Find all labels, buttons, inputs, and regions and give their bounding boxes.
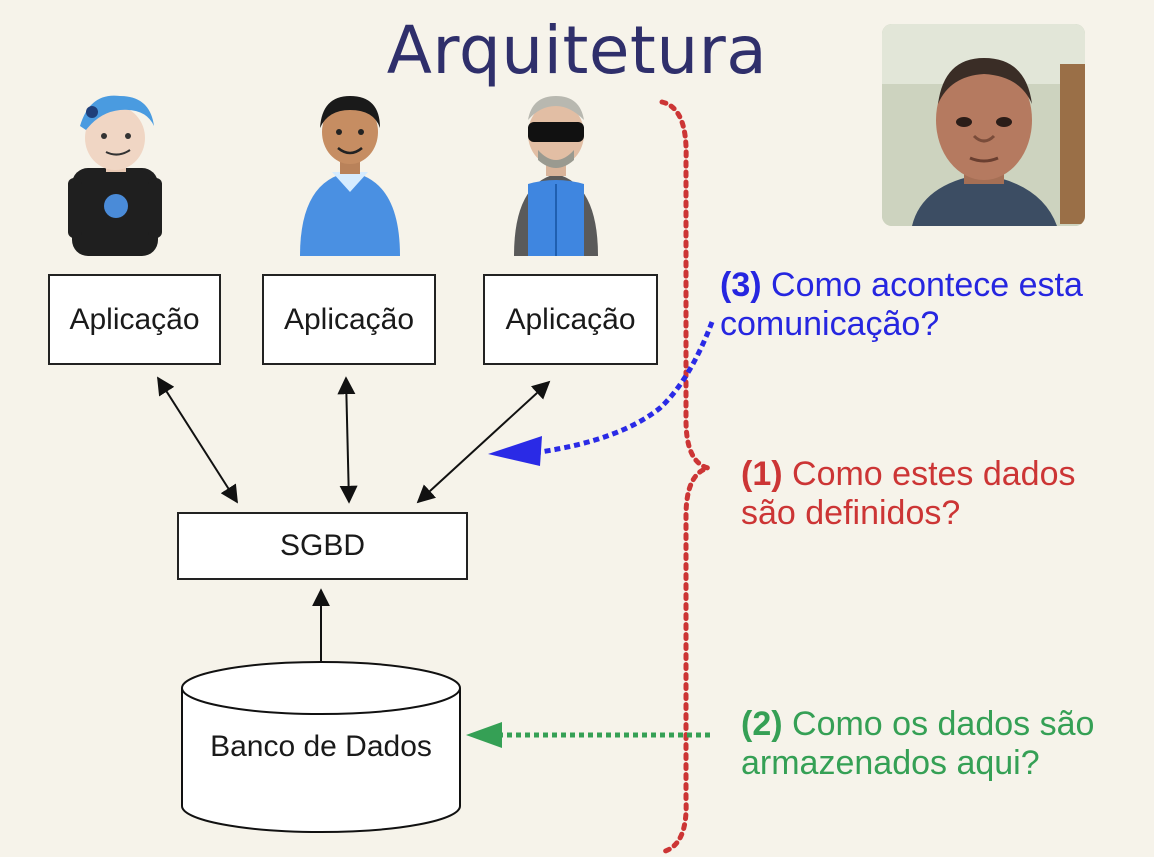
arrow-app2-sgbd xyxy=(337,376,358,504)
arrow-app1-sgbd xyxy=(157,376,238,504)
database-cylinder xyxy=(181,661,461,833)
application-box-1: Aplicação xyxy=(48,274,221,365)
user-vr-headset-icon xyxy=(514,96,598,256)
question-3-number: (3) xyxy=(720,266,762,304)
question-3-line2: comunicação? xyxy=(720,305,940,343)
question-3: (3) Como acontece esta comunicação? xyxy=(720,266,1083,344)
webcam-presenter xyxy=(882,24,1085,226)
question-2: (2) Como os dados são armazenados aqui? xyxy=(741,705,1094,783)
presenter-video xyxy=(882,24,1085,226)
question-2-line2: armazenados aqui? xyxy=(741,744,1040,782)
sgbd-box: SGBD xyxy=(177,512,468,580)
slide-title: Arquitetura xyxy=(386,12,768,89)
dotted-arrow-communication xyxy=(539,321,715,455)
question-2-number: (2) xyxy=(741,705,783,743)
arrow-app3-sgbd xyxy=(416,380,551,504)
question-1-number: (1) xyxy=(741,455,783,493)
question-1: (1) Como estes dados são definidos? xyxy=(741,455,1076,533)
application-box-3: Aplicação xyxy=(483,274,658,365)
blue-arrowhead xyxy=(488,436,542,466)
question-3-line1: Como acontece esta xyxy=(771,266,1083,304)
question-1-line2: são definidos? xyxy=(741,494,961,532)
question-2-line1: Como os dados são xyxy=(792,705,1095,743)
question-1-line1: Como estes dados xyxy=(792,455,1076,493)
green-arrowhead xyxy=(466,722,502,748)
database-label: Banco de Dados xyxy=(210,730,432,763)
user-blue-sweater-icon xyxy=(300,96,400,256)
application-box-2: Aplicação xyxy=(262,274,436,365)
user-blue-hair-icon xyxy=(68,95,162,256)
curly-brace xyxy=(659,99,718,855)
